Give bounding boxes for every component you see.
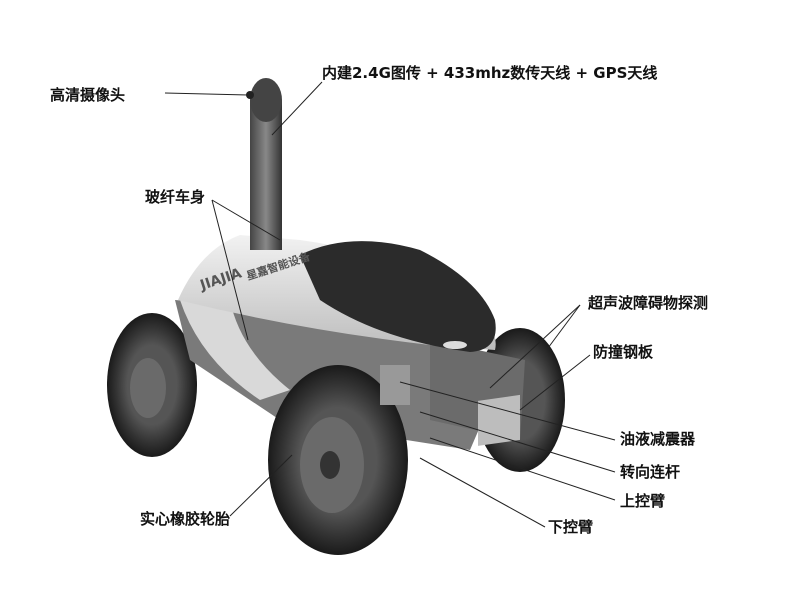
leader-lines — [164, 81, 616, 528]
label-ultrasonic: 超声波障碍物探测 — [588, 294, 709, 312]
camera-lens — [246, 91, 254, 99]
leader-ultrasonic-2 — [489, 304, 581, 389]
front-light — [443, 341, 467, 349]
label-upper-arm: 上控臂 — [620, 492, 666, 510]
leader-upper-arm — [429, 437, 616, 501]
leader-antenna — [271, 81, 323, 136]
leader-body-top — [211, 199, 281, 241]
label-shock: 油液减震器 — [620, 430, 696, 448]
label-antenna: 内建2.4G图传 + 433mhz数传天线 + GPS天线 — [322, 64, 658, 82]
label-bumper: 防撞钢板 — [593, 343, 654, 361]
top-cover — [300, 241, 496, 352]
label-steering: 转向连杆 — [620, 463, 681, 481]
leader-tire — [229, 454, 293, 517]
label-tire: 实心橡胶轮胎 — [140, 510, 231, 528]
label-camera: 高清摄像头 — [50, 86, 126, 104]
front-left-wheel — [268, 365, 408, 555]
leader-body-side — [211, 199, 249, 341]
side-panel — [180, 300, 290, 400]
leader-bumper — [519, 354, 591, 411]
bumper-plate-face — [478, 394, 520, 446]
leader-ultrasonic-1 — [547, 304, 581, 349]
leader-shock — [399, 381, 616, 441]
shock-absorber — [380, 365, 410, 405]
leader-steering — [419, 411, 616, 473]
label-body: 玻纤车身 — [145, 188, 206, 206]
leader-lower-arm — [419, 457, 546, 528]
antenna-mast — [246, 78, 282, 250]
label-lower-arm: 下控臂 — [548, 518, 594, 536]
leader-camera — [164, 92, 249, 96]
rear-left-wheel — [107, 313, 197, 457]
